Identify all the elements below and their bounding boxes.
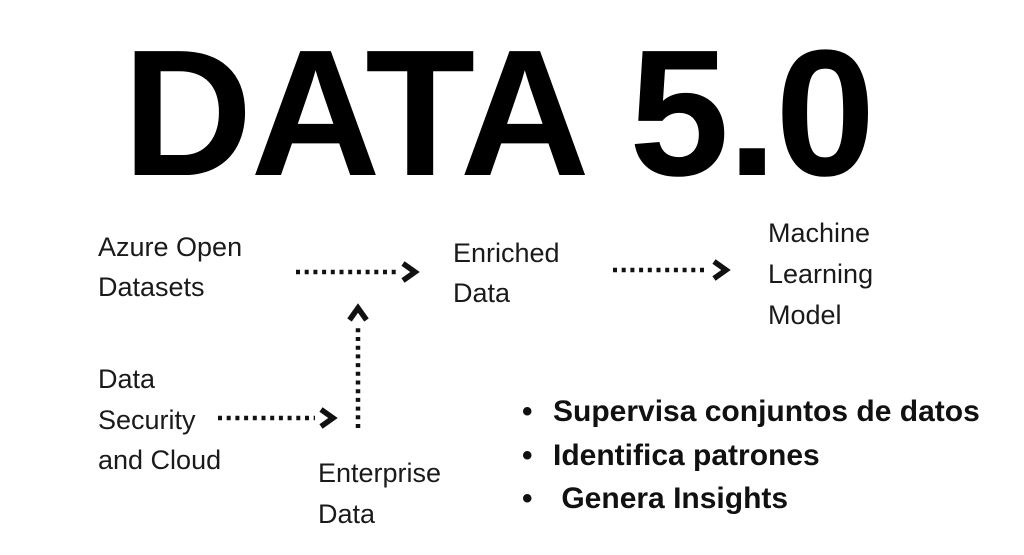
bullet-icon: • [522,482,533,515]
node-label-line: Azure Open [98,232,243,262]
node-label-line: Data [453,278,511,308]
node-enterprise-data: Enterprise Data [318,453,441,535]
node-machine-learning-model: Machine Learning Model [768,213,873,336]
node-label-line: Security [98,404,196,435]
node-label-line: Data [318,499,376,529]
node-label-line: Data [98,364,156,394]
bullet-item: • Genera Insights [522,477,980,521]
dotted-arrow-right-icon [294,259,422,285]
dotted-arrow-right-icon [611,257,733,283]
node-label-line: and Cloud [98,445,222,475]
bullet-icon: • [522,395,533,428]
bullet-text: Genera Insights [553,482,789,515]
dotted-arrow-right-icon [216,405,340,431]
bullet-text: Supervisa conjuntos de datos [553,395,980,428]
bullet-icon: • [522,438,533,472]
node-label-line: Machine [768,218,871,248]
dotted-arrow-up-icon [345,302,371,430]
bullet-text: Identifica patrones [553,438,820,472]
node-azure-open-datasets: Azure Open Datasets [98,227,242,307]
bullet-item: • Identifica patrones [522,434,980,478]
page-title: DATA 5.0 [122,13,876,214]
bullet-item: • Supervisa conjuntos de datos [522,390,980,434]
node-label-line: Model [768,300,842,330]
node-label-line: Datasets [98,272,205,302]
feature-bullet-list: • Supervisa conjuntos de datos • Identif… [522,390,980,521]
node-label-line: Enterprise [318,458,442,488]
node-label-line: Learning [768,259,874,289]
node-data-security-and-cloud: Data Security and Cloud [98,359,221,481]
node-label-line: Enriched [453,238,560,268]
node-enriched-data: Enriched Data [453,233,560,313]
